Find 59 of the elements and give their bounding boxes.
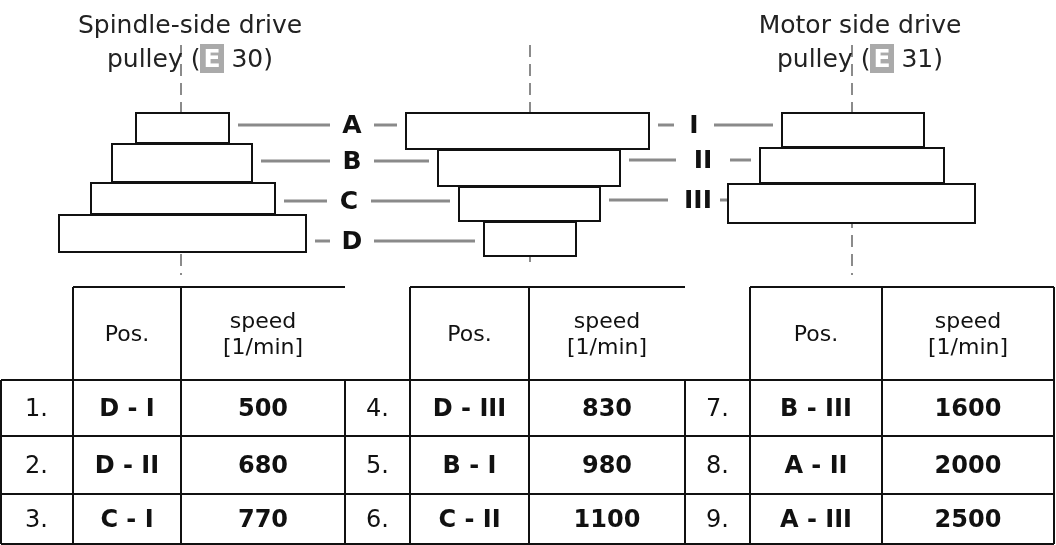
speed-value: 2000	[934, 451, 1002, 479]
row-number: 6.	[366, 505, 389, 533]
column-header: speed [1/min]	[565, 307, 649, 360]
leader-line	[374, 239, 475, 243]
position-code: A - II	[784, 451, 848, 479]
leader-line	[629, 158, 676, 162]
pulley-step	[135, 112, 230, 144]
position-code: C - II	[438, 505, 501, 533]
pulley-step	[727, 183, 976, 224]
row-number: 1.	[25, 394, 48, 422]
leader-line	[609, 198, 668, 202]
row-number: 3.	[25, 505, 48, 533]
leader-line	[374, 159, 429, 163]
row-number: 5.	[366, 451, 389, 479]
speed-value: 680	[237, 451, 289, 479]
row-number: 4.	[366, 394, 389, 422]
pulley-step	[781, 112, 925, 148]
pulley-step	[483, 221, 577, 257]
leader-line	[261, 159, 330, 163]
speed-value: 1100	[573, 505, 641, 533]
column-header: speed [1/min]	[926, 307, 1010, 360]
column-header: speed [1/min]	[221, 307, 305, 360]
speed-value: 2500	[934, 505, 1002, 533]
leader-line	[730, 158, 751, 162]
leader-line	[374, 123, 397, 127]
pulley-heading: Spindle-side drive pulley (E 30)	[76, 9, 304, 75]
position-code: D - III	[432, 394, 507, 422]
row-number: 9.	[706, 505, 729, 533]
position-code: B - I	[442, 451, 497, 479]
column-header: Pos.	[792, 320, 840, 347]
leader-line	[315, 239, 330, 243]
pulley-step	[759, 147, 945, 184]
pulley-step	[437, 149, 621, 187]
row-number: 8.	[706, 451, 729, 479]
position-code: A - III	[779, 505, 852, 533]
speed-value: 500	[237, 394, 289, 422]
position-code: D - II	[94, 451, 160, 479]
pulley-step	[58, 214, 307, 253]
pulley-step	[405, 112, 650, 150]
speed-value: 980	[581, 451, 633, 479]
speed-value: 1600	[934, 394, 1002, 422]
position-code: C - I	[100, 505, 154, 533]
column-header: Pos.	[446, 320, 493, 347]
pulley-heading: Motor side drive pulley (E 31)	[757, 9, 963, 75]
position-code: B - III	[780, 394, 852, 422]
leader-line	[371, 199, 450, 203]
pulley-step	[111, 143, 253, 183]
column-header: Pos.	[103, 320, 151, 347]
leader-line	[658, 123, 674, 127]
speed-value: 770	[237, 505, 289, 533]
leader-line	[714, 123, 773, 127]
leader-line	[284, 199, 327, 203]
row-number: 7.	[706, 394, 729, 422]
pulley-step	[458, 186, 601, 222]
pulley-step	[90, 182, 276, 215]
row-number: 2.	[25, 451, 48, 479]
leader-line	[238, 123, 330, 127]
speed-value: 830	[581, 394, 633, 422]
position-code: D - I	[99, 394, 155, 422]
